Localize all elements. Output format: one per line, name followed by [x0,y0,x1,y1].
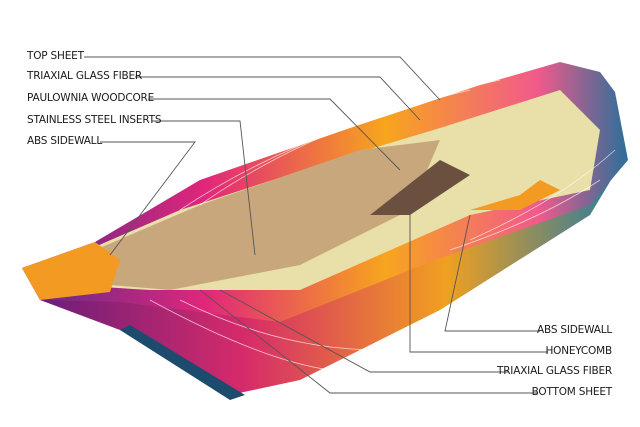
graphic-stripes [149,79,616,371]
label-bottom-sheet: BOTTOM SHEET [531,386,613,398]
label-honeycomb: HONEYCOMB [545,345,612,357]
woodcore [95,140,440,290]
label-paulownia-woodcore: PAULOWNIA WOODCORE [27,92,155,104]
tip-right [470,180,560,210]
label-abs-sidewall-left: ABS SIDEWALL [27,135,102,147]
bottom-sheet [40,165,620,395]
tip-left [22,242,120,300]
label-abs-sidewall-right: ABS SIDEWALL [537,324,612,336]
board-rail [120,325,245,400]
label-stainless-steel-inserts: STAINLESS STEEL INSERTS [27,114,162,126]
label-top-sheet: TOP SHEET [27,50,84,62]
label-triaxial-glass-fiber-top: TRIAXIAL GLASS FIBER [27,70,142,82]
leader-lines [84,56,548,394]
label-triaxial-glass-fiber-bottom: TRIAXIAL GLASS FIBER [497,365,612,377]
honeycomb [370,160,470,215]
